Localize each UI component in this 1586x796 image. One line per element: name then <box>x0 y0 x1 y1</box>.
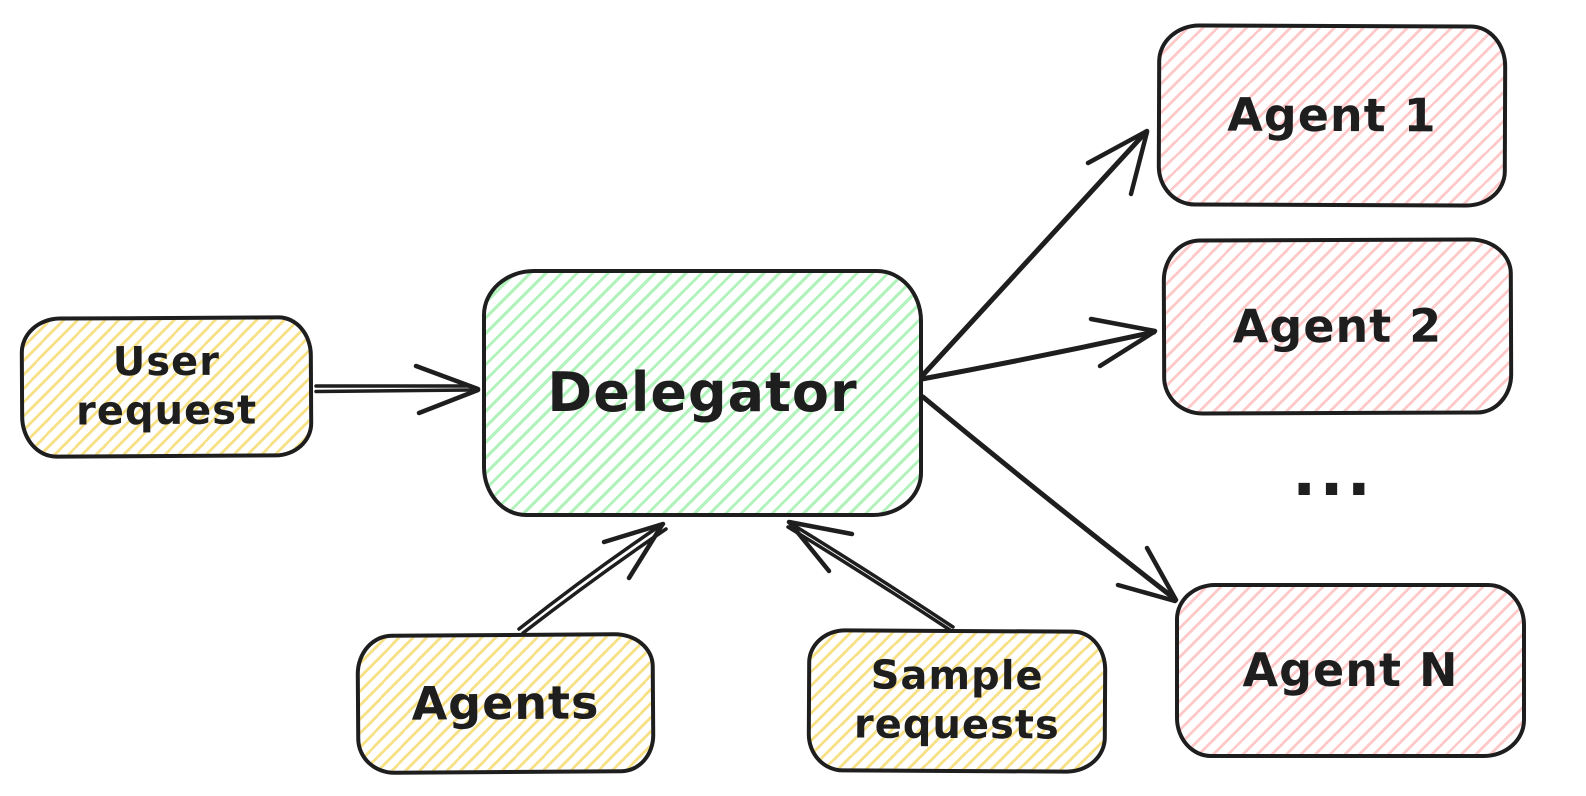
arrow-delegator-to-agent-1 <box>919 128 1150 379</box>
node-delegator-label: Delegator <box>547 361 858 425</box>
more-agents-ellipsis: ... <box>1292 437 1374 511</box>
arrow-agents-to-delegator <box>517 521 668 635</box>
node-agents: Agents <box>355 631 656 776</box>
node-agent-n: Agent N <box>1175 583 1526 758</box>
node-agent-1: Agent 1 <box>1156 23 1508 208</box>
node-agent-2: Agent 2 <box>1161 237 1514 416</box>
node-delegator: Delegator <box>482 269 923 517</box>
node-agent-1-label: Agent 1 <box>1227 88 1437 143</box>
arrow-delegator-to-agent-2 <box>919 316 1158 382</box>
node-user-request: User request <box>19 315 314 459</box>
node-sample-requests-label: Sample requests <box>853 652 1060 749</box>
node-agent-2-label: Agent 2 <box>1232 299 1443 354</box>
node-agents-label: Agents <box>411 675 600 732</box>
node-user-request-label: User request <box>75 338 258 435</box>
arrow-user-request-to-delegator <box>314 363 481 416</box>
arrow-sample-requests-to-delegator <box>786 519 955 632</box>
arrow-delegator-to-agent-n <box>920 394 1179 604</box>
node-agent-n-label: Agent N <box>1242 643 1459 698</box>
node-sample-requests: Sample requests <box>806 628 1108 774</box>
